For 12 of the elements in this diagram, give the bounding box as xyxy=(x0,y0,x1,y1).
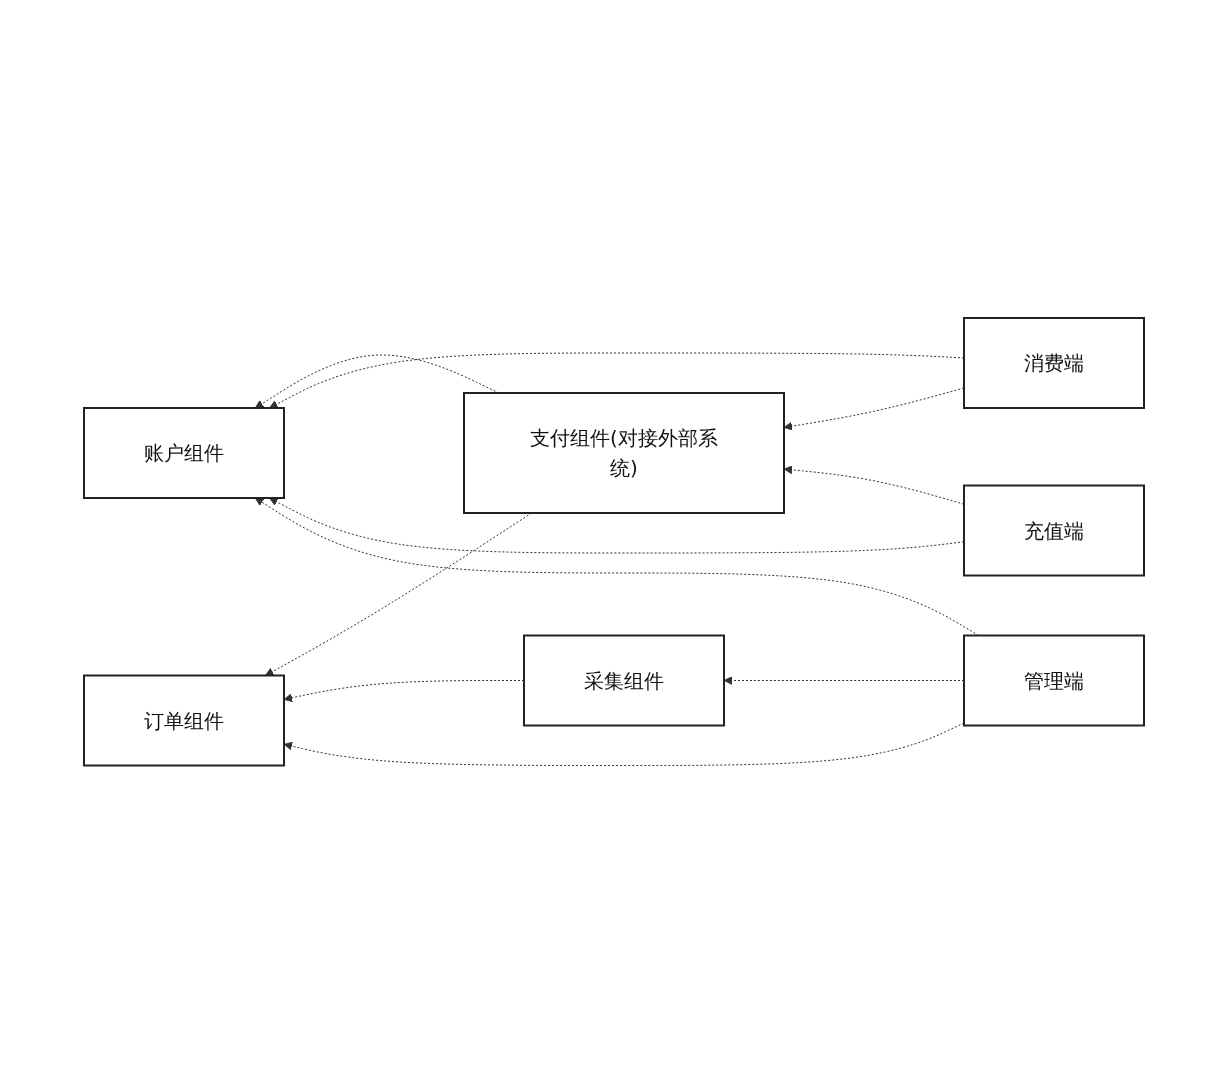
arrow xyxy=(783,387,964,431)
node-box: 采集组件 xyxy=(522,634,725,727)
arrow xyxy=(254,497,979,636)
arrow xyxy=(783,465,964,505)
arrow xyxy=(283,722,964,766)
node-box: 账户组件 xyxy=(82,406,285,499)
node-box: 支付组件(对接外部系统) xyxy=(462,391,785,514)
node-box: 管理端 xyxy=(962,634,1145,727)
node-box: 消费端 xyxy=(962,316,1145,409)
node-box: 订单组件 xyxy=(82,674,285,767)
node-box: 充值端 xyxy=(962,484,1145,577)
arrow xyxy=(264,512,532,676)
